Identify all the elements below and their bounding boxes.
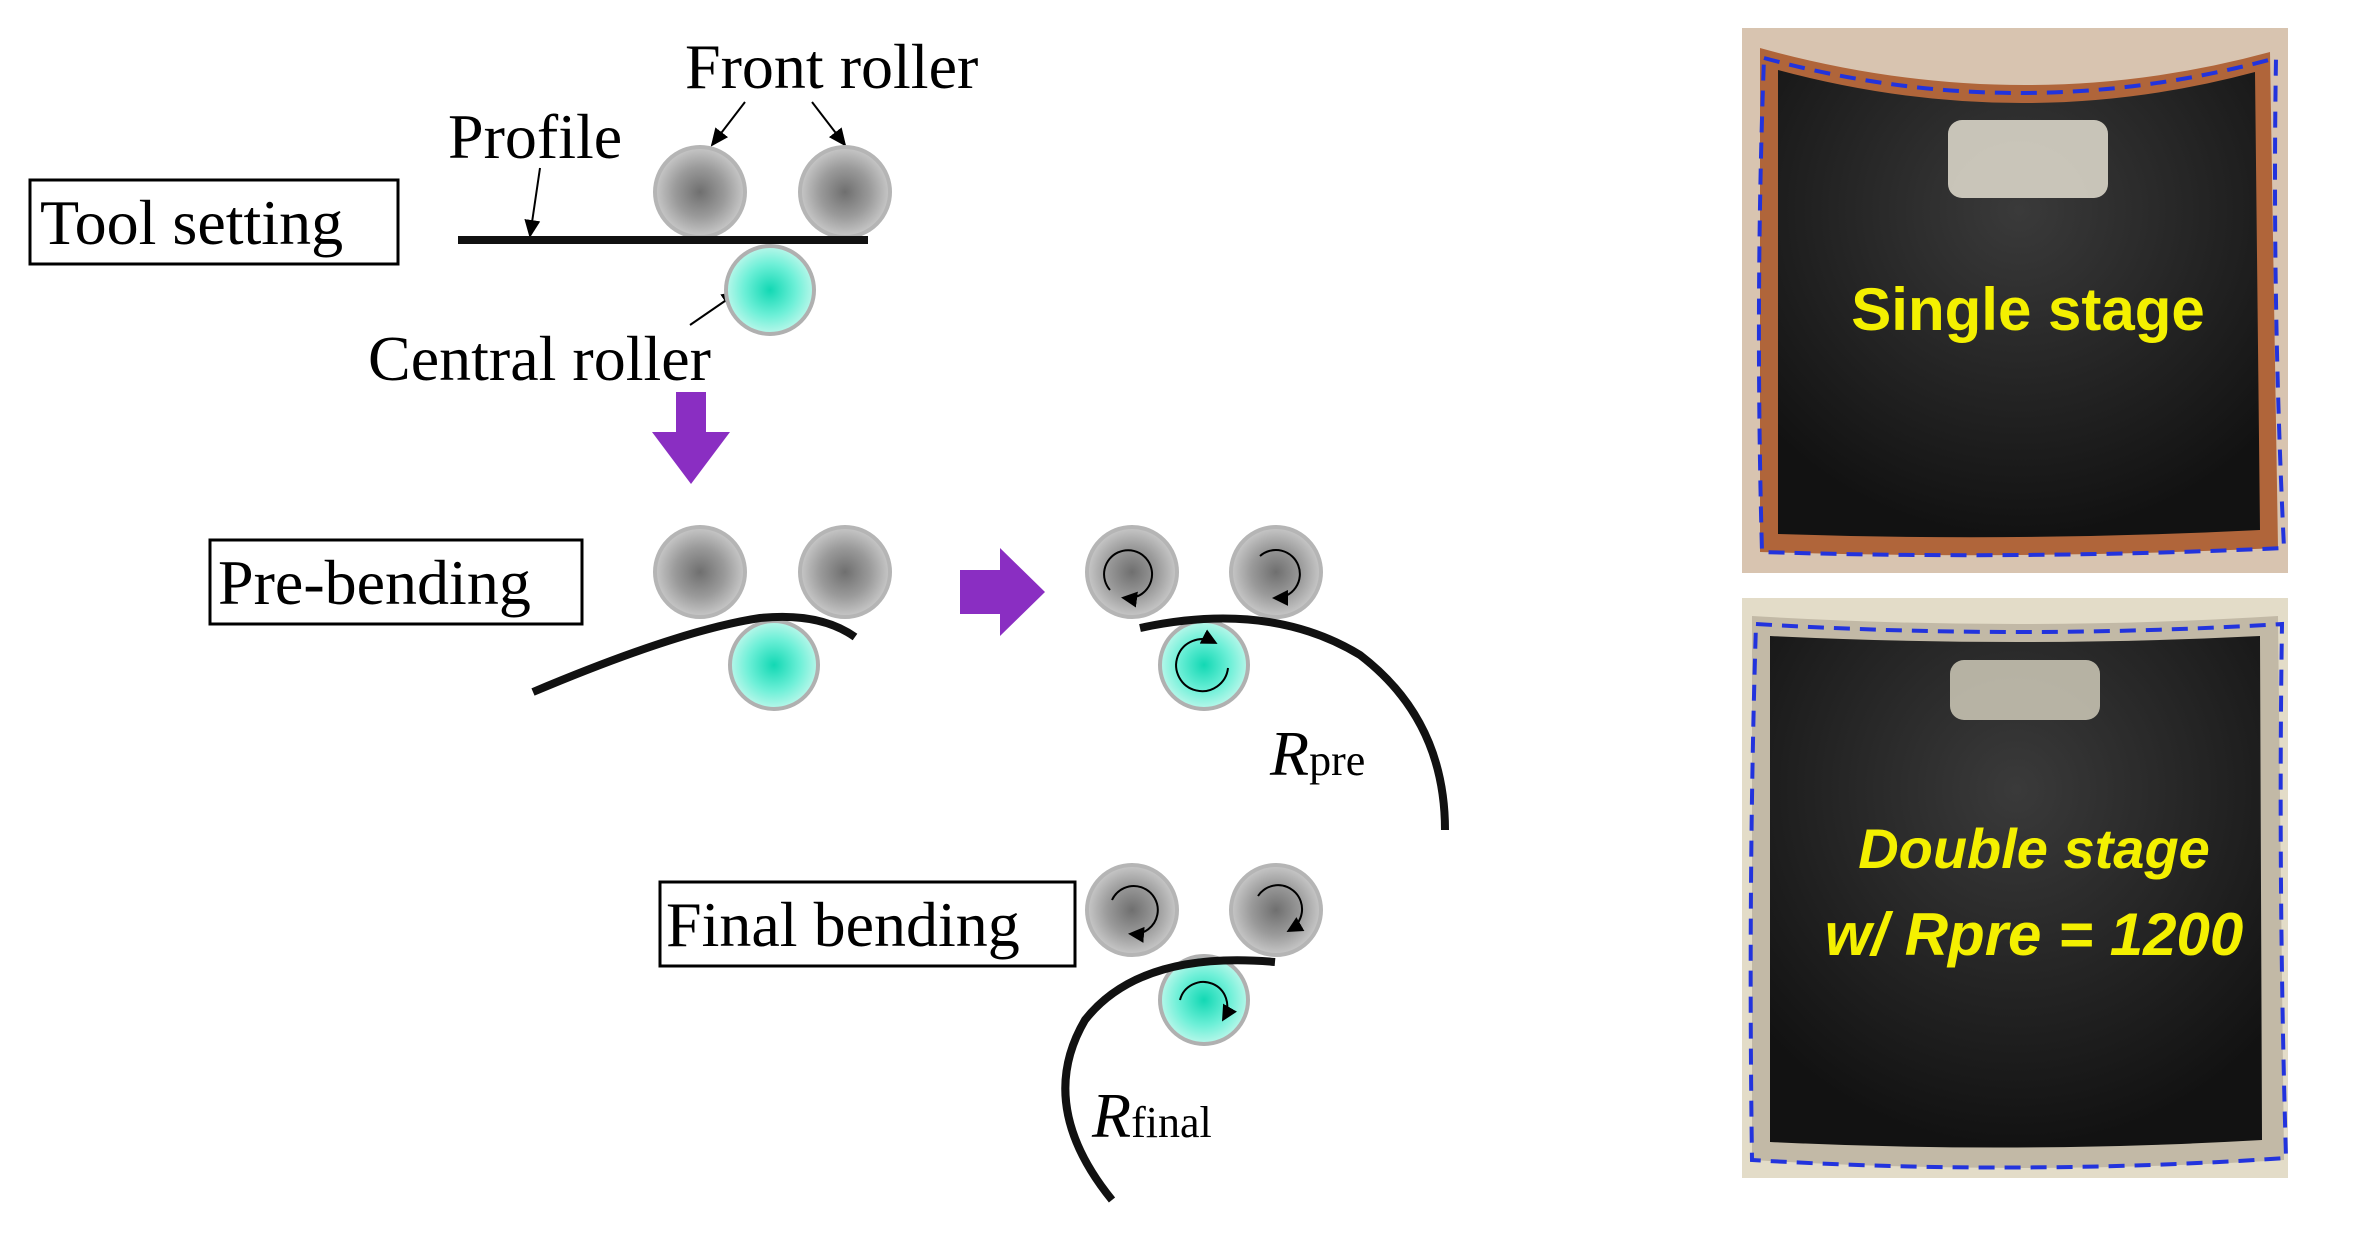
double-stage-caption-line2: w/ Rpre = 1200 (1825, 901, 2244, 968)
final-bending-group: Final bending Rfinal (658, 863, 1323, 1203)
pre-central-roller (728, 619, 820, 711)
r-pre-label: Rpre (1269, 718, 1365, 789)
tool-setting-label: Tool setting (40, 187, 343, 258)
final-roller-left (1085, 863, 1179, 957)
pre-bending-group: Pre-bending (208, 525, 892, 711)
right-arrow (960, 548, 1045, 636)
front-roller-pointer-right (811, 101, 847, 147)
pre-bending-box (208, 538, 584, 626)
pre-bent-profile (531, 612, 858, 696)
double-stage-caption-line1: Double stage (1858, 817, 2210, 880)
pre-result-roller-left (1085, 525, 1179, 619)
rotation-arrow-left (1103, 549, 1154, 608)
tool-setting-group: Tool setting Front roller Profile Centra… (28, 31, 978, 394)
final-radius-profile (1061, 956, 1276, 1203)
pre-front-roller-left (653, 525, 747, 619)
single-stage-caption: Single stage (1851, 276, 2204, 343)
central-roller (724, 244, 816, 336)
final-rotation-right (1257, 884, 1305, 932)
pre-result-central-roller (1158, 619, 1250, 711)
profile-pointer (524, 167, 541, 238)
tool-setting-box (28, 178, 400, 266)
pre-result-roller-right (1229, 525, 1323, 619)
final-bending-box (658, 880, 1077, 968)
pre-radius-profile (1139, 614, 1449, 831)
profile-label: Profile (448, 101, 622, 172)
single-stage-photo: Single stage (1742, 28, 2288, 573)
rotation-arrow-central (1175, 629, 1229, 693)
single-stage-dashed-outline (1756, 55, 2287, 558)
pre-bending-result-group: Rpre (1085, 525, 1449, 831)
final-central-roller (1158, 954, 1250, 1046)
final-bending-label: Final bending (666, 889, 1020, 960)
double-stage-photo: Double stage w/ Rpre = 1200 (1742, 598, 2289, 1178)
front-roller-pointer-left (710, 101, 746, 147)
front-roller-label: Front roller (685, 31, 978, 102)
pre-front-roller-right (798, 525, 892, 619)
front-roller-left (653, 145, 747, 239)
final-roller-right (1229, 863, 1323, 957)
down-arrow (652, 392, 730, 484)
rotation-arrow-right (1259, 549, 1301, 606)
central-roller-label: Central roller (368, 323, 711, 394)
front-roller-right (798, 145, 892, 239)
final-rotation-left (1111, 885, 1159, 943)
double-stage-dashed-outline (1748, 621, 2289, 1170)
pre-bending-label: Pre-bending (218, 547, 531, 618)
r-final-label: Rfinal (1091, 1080, 1212, 1151)
final-rotation-central (1179, 980, 1237, 1022)
